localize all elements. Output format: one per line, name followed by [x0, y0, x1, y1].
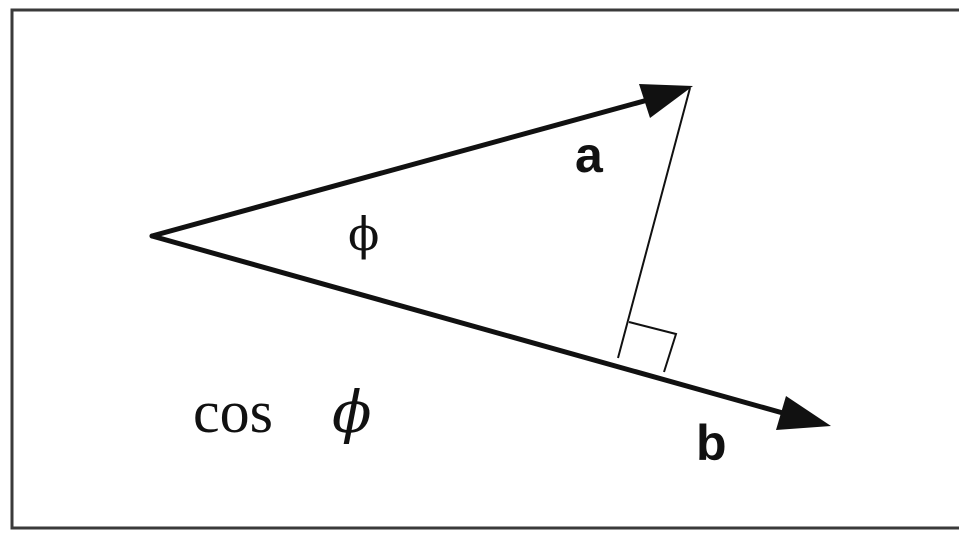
cos-phi-symbol: ϕ — [332, 378, 372, 446]
vector-a-label: a — [575, 127, 604, 183]
angle-phi-label: ϕ — [348, 207, 379, 261]
vector-b-label: b — [696, 415, 727, 471]
cos-text: cos — [193, 379, 273, 445]
vector-a-line — [149, 95, 658, 239]
vector-b-line — [149, 233, 793, 418]
vector-b-arrowhead — [776, 396, 831, 430]
diagram-frame — [10, 8, 959, 530]
vector-a-arrowhead — [639, 84, 693, 118]
right-angle-marker — [628, 321, 678, 373]
projection-line — [617, 87, 691, 359]
cos-phi-formula: cos ϕ — [193, 378, 372, 446]
